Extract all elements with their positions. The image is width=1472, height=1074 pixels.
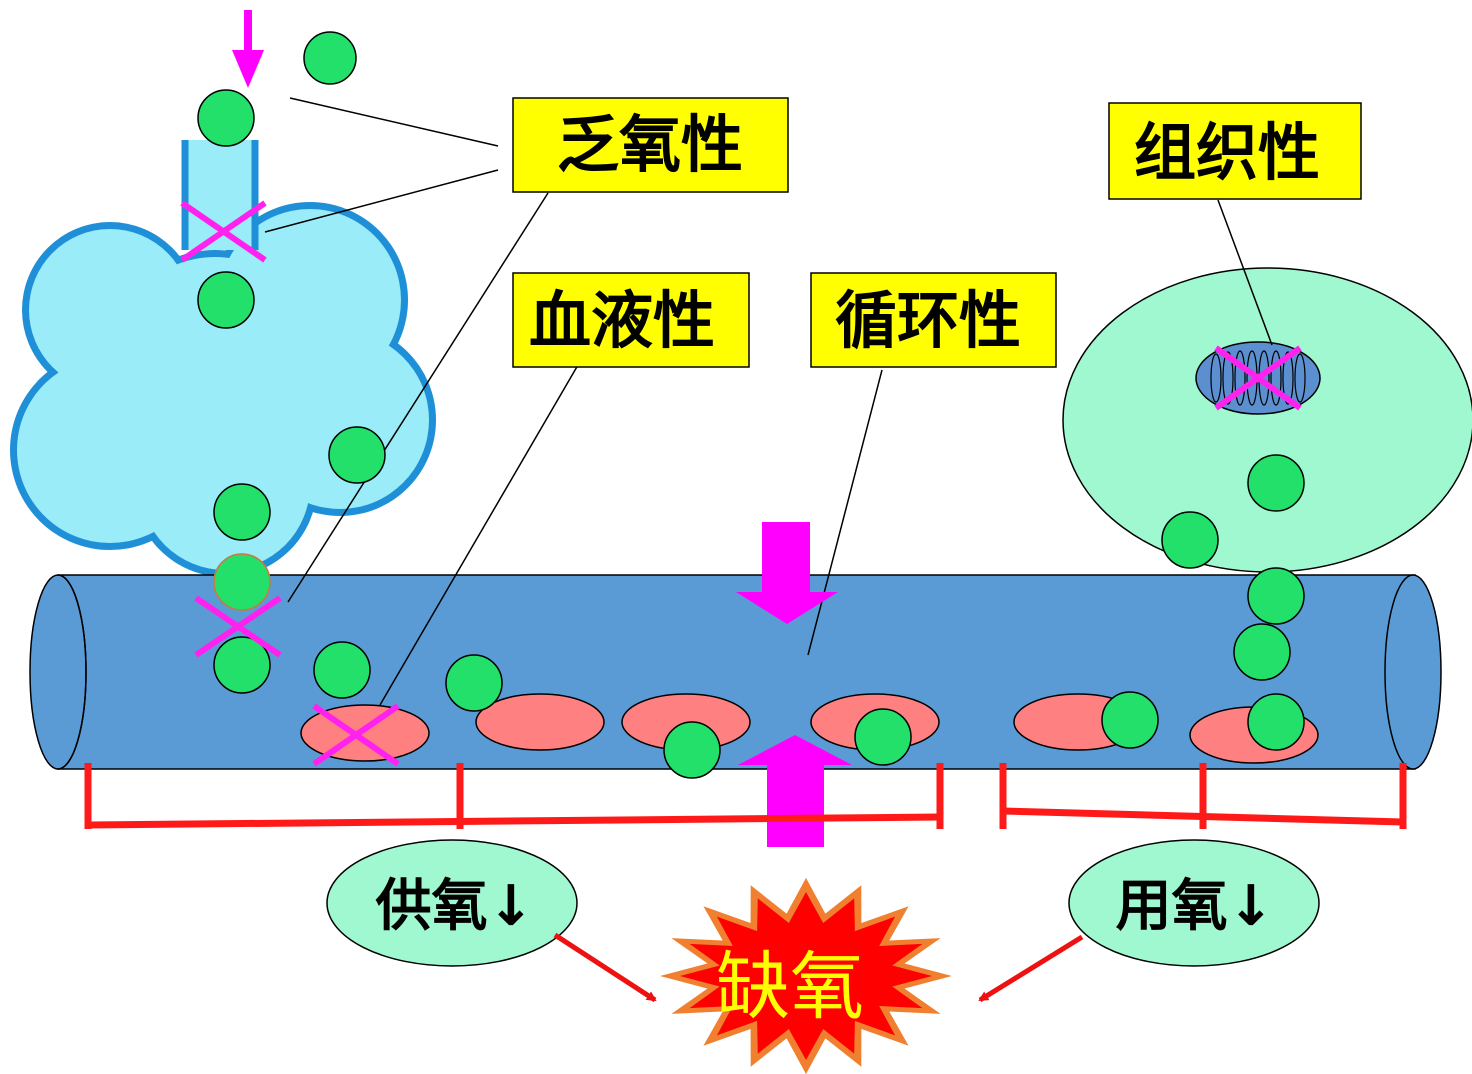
leader-lines <box>264 97 1273 706</box>
oxygen-molecule <box>1233 623 1291 681</box>
usage-oval: 用氧↓ <box>1068 839 1320 967</box>
circulation-down-arrow <box>736 522 838 624</box>
label-hemic-text: 血液性 <box>529 284 715 357</box>
label-hemic: 血液性 <box>512 272 750 368</box>
oxygen-molecule <box>213 636 271 694</box>
oxygen-molecule <box>303 31 357 85</box>
oxygen-molecule <box>313 641 371 699</box>
hypoxia-up-arrow <box>738 735 852 847</box>
oxygen-molecule <box>1247 693 1305 751</box>
usage-oval-text: 用氧↓ <box>1116 874 1275 939</box>
hypoxia-text: 缺氧 <box>716 944 864 1030</box>
oxygen-molecule <box>213 483 271 541</box>
label-circulatory: 循环性 <box>810 272 1057 368</box>
cross-mitochondria-block-icon <box>1214 345 1302 411</box>
oxygen-molecule <box>213 553 271 611</box>
label-circulatory-text: 循环性 <box>835 284 1021 357</box>
oxygen-molecule <box>328 426 386 484</box>
lung <box>10 140 436 577</box>
hypoxia-burst: 缺氧 <box>660 877 952 1074</box>
converge-arrows <box>553 932 1084 1003</box>
oxygen-molecule <box>663 721 721 779</box>
label-hypotonic-text: 乏氧性 <box>557 108 743 181</box>
oxygen-molecule <box>1101 691 1159 749</box>
label-histogenous-text: 组织性 <box>1134 116 1320 189</box>
oxygen-molecule <box>445 654 503 712</box>
oxygen-molecule <box>197 271 255 329</box>
block-crosses <box>180 200 1302 767</box>
oxygen-inflow-arrow <box>232 10 264 88</box>
oxygen-molecule <box>854 708 912 766</box>
oxygen-molecules <box>197 31 1305 779</box>
oxygen-molecule <box>1247 454 1305 512</box>
supply-oval: 供氧↓ <box>326 839 578 967</box>
oxygen-molecule <box>197 89 255 147</box>
label-hypotonic: 乏氧性 <box>512 97 789 193</box>
tissue-cell <box>1062 267 1472 573</box>
cross-diffusion-block-icon <box>194 595 282 658</box>
cross-airway-block-icon <box>180 200 267 263</box>
oxygen-molecule <box>1161 511 1219 569</box>
cross-hemoglobin-block-icon <box>312 703 400 767</box>
red-blood-cell <box>475 693 605 751</box>
magenta-arrows <box>232 10 852 847</box>
supply-oval-text: 供氧↓ <box>376 874 535 939</box>
supply-bracket <box>84 763 944 829</box>
usage-bracket <box>999 763 1407 829</box>
oxygen-molecule <box>1247 567 1305 625</box>
label-histogenous: 组织性 <box>1108 102 1362 200</box>
